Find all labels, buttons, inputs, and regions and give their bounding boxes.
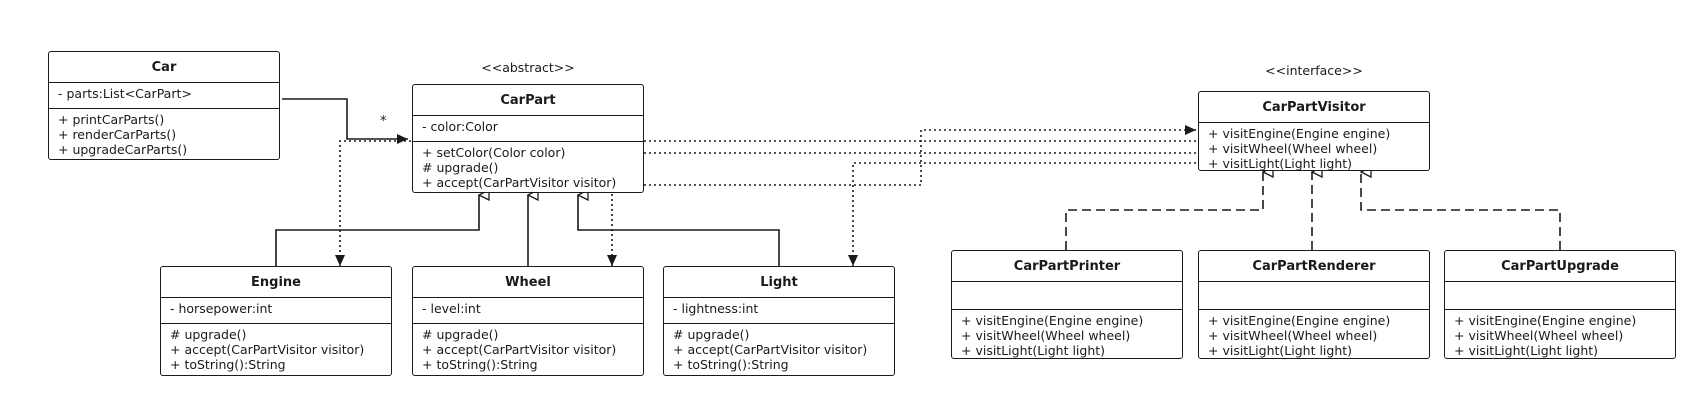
class-car[interactable]: Car - parts:List<CarPart> + printCarPart… [48, 51, 280, 160]
multiplicity-label: * [380, 114, 387, 129]
dependency-visitor-light [848, 162, 1196, 266]
method: + visitLight(Light light) [1208, 156, 1353, 171]
methods-section: # upgrade() + accept(CarPartVisitor visi… [161, 323, 391, 372]
attributes-section: - horsepower:int [161, 297, 391, 323]
class-name: CarPartRenderer [1252, 258, 1376, 274]
class-name: CarPartVisitor [1262, 99, 1366, 115]
attribute: - parts:List<CarPart> [58, 86, 192, 101]
method: + visitLight(Light light) [1454, 343, 1599, 358]
method: + visitWheel(Wheel wheel) [961, 328, 1131, 343]
class-name: CarPartPrinter [1013, 258, 1121, 274]
class-name: Engine [251, 274, 301, 290]
class-name: Light [760, 274, 798, 290]
method: + renderCarParts() [58, 127, 177, 142]
class-name: CarPartUpgrade [1501, 258, 1619, 274]
class-name: Wheel [505, 274, 551, 290]
method: + accept(CarPartVisitor visitor) [170, 342, 365, 357]
stereotype-interface: <<interface>> [1265, 63, 1363, 78]
methods-section: + visitEngine(Engine engine) + visitWhee… [952, 309, 1182, 358]
methods-section: # upgrade() + accept(CarPartVisitor visi… [413, 323, 643, 372]
method: + toString():String [170, 357, 286, 372]
method: + visitWheel(Wheel wheel) [1208, 141, 1378, 156]
method: + visitEngine(Engine engine) [1208, 313, 1391, 328]
method: # upgrade() [422, 327, 499, 342]
class-light[interactable]: Light - lightness:int # upgrade() + acce… [663, 266, 895, 376]
method: + visitEngine(Engine engine) [961, 313, 1144, 328]
method: + accept(CarPartVisitor visitor) [673, 342, 868, 357]
methods-section: + visitEngine(Engine engine) + visitWhee… [1199, 122, 1429, 171]
class-name: CarPart [500, 92, 556, 108]
realization-upgrade [1361, 172, 1561, 250]
method: + visitWheel(Wheel wheel) [1208, 328, 1378, 343]
attributes-section: - parts:List<CarPart> [49, 82, 279, 108]
dependency-carpart-visitor [644, 125, 1196, 186]
method: + visitLight(Light light) [961, 343, 1106, 358]
methods-section: # upgrade() + accept(CarPartVisitor visi… [664, 323, 894, 372]
method: # upgrade() [170, 327, 247, 342]
method: # upgrade() [422, 160, 499, 175]
method: + upgradeCarParts() [58, 142, 188, 157]
generalization-light [578, 195, 780, 266]
attributes-section [1445, 281, 1675, 309]
method: + accept(CarPartVisitor visitor) [422, 175, 617, 190]
class-carpartvisitor[interactable]: CarPartVisitor + visitEngine(Engine engi… [1198, 91, 1430, 171]
attributes-section [952, 281, 1182, 309]
methods-section: + visitEngine(Engine engine) + visitWhee… [1199, 309, 1429, 358]
method: + visitEngine(Engine engine) [1454, 313, 1637, 328]
association-car-carpart [282, 98, 408, 144]
class-carpartupgrade[interactable]: CarPartUpgrade + visitEngine(Engine engi… [1444, 250, 1676, 359]
method: + visitLight(Light light) [1208, 343, 1353, 358]
realization-printer [1065, 172, 1263, 250]
attributes-section: - lightness:int [664, 297, 894, 323]
methods-section: + printCarParts() + renderCarParts() + u… [49, 108, 279, 157]
method: + visitWheel(Wheel wheel) [1454, 328, 1624, 343]
attributes-section: - level:int [413, 297, 643, 323]
stereotype-abstract: <<abstract>> [481, 60, 575, 75]
attributes-section: - color:Color [413, 115, 643, 141]
attribute: - lightness:int [673, 301, 759, 316]
attribute: - color:Color [422, 119, 498, 134]
class-wheel[interactable]: Wheel - level:int # upgrade() + accept(C… [412, 266, 644, 376]
class-carpartrenderer[interactable]: CarPartRenderer + visitEngine(Engine eng… [1198, 250, 1430, 359]
dependency-visitor-engine [335, 140, 1196, 266]
method: + visitEngine(Engine engine) [1208, 126, 1391, 141]
method: + accept(CarPartVisitor visitor) [422, 342, 617, 357]
class-carpart[interactable]: CarPart - color:Color + setColor(Color c… [412, 84, 644, 193]
class-name: Car [151, 59, 177, 75]
generalization-engine [275, 195, 479, 266]
attribute: - level:int [422, 301, 481, 316]
attributes-section [1199, 281, 1429, 309]
method: # upgrade() [673, 327, 750, 342]
method: + setColor(Color color) [422, 145, 566, 160]
methods-section: + setColor(Color color) # upgrade() + ac… [413, 141, 643, 190]
method: + toString():String [422, 357, 538, 372]
class-engine[interactable]: Engine - horsepower:int # upgrade() + ac… [160, 266, 392, 376]
class-carpartprinter[interactable]: CarPartPrinter + visitEngine(Engine engi… [951, 250, 1183, 359]
attribute: - horsepower:int [170, 301, 273, 316]
method: + toString():String [673, 357, 789, 372]
method: + printCarParts() [58, 112, 165, 127]
methods-section: + visitEngine(Engine engine) + visitWhee… [1445, 309, 1675, 358]
